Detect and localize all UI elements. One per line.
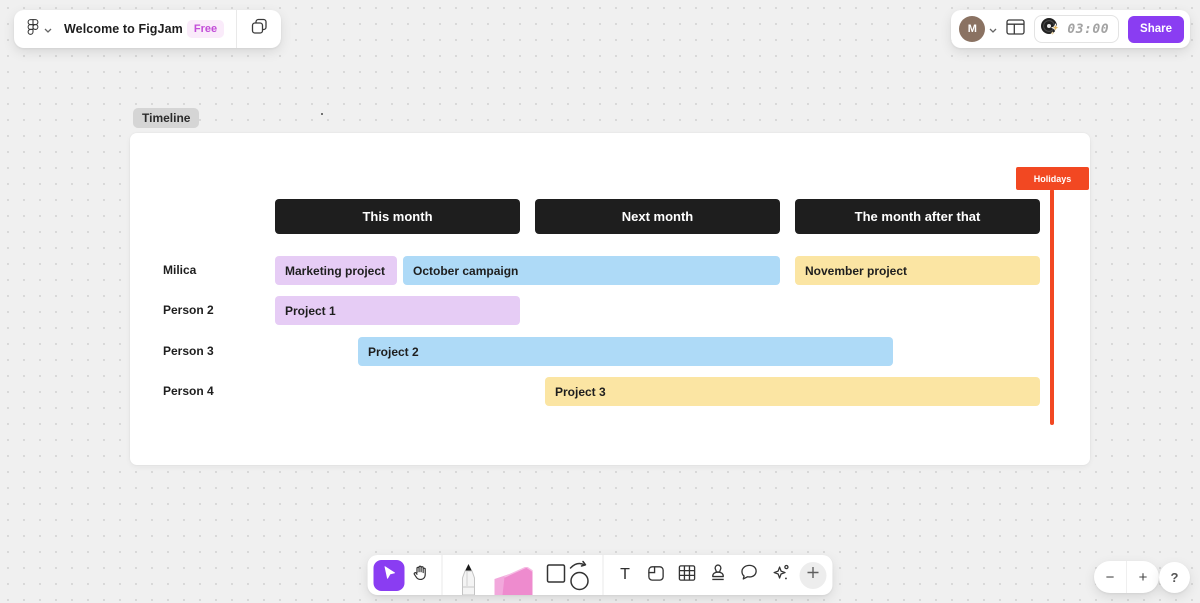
- account-menu-button[interactable]: M: [959, 16, 997, 42]
- toolbar-divider: [236, 10, 238, 48]
- project-bar-project-1[interactable]: Project 1: [275, 296, 520, 325]
- project-bar-november[interactable]: November project: [795, 256, 1040, 285]
- table-icon: [678, 564, 697, 587]
- column-header-next-month[interactable]: Next month: [535, 199, 780, 234]
- row-label-person-3[interactable]: Person 3: [163, 344, 214, 358]
- tools-toolbar: T: [367, 555, 833, 595]
- canvas-dot: [321, 113, 323, 115]
- plan-badge[interactable]: Free: [186, 20, 225, 38]
- sparkle-icon: [770, 563, 790, 588]
- avatar: M: [959, 16, 986, 42]
- marker-pen-icon: [458, 563, 480, 595]
- section-tool[interactable]: [641, 560, 672, 591]
- timeline-frame-tag[interactable]: Timeline: [133, 108, 200, 128]
- layout-panels-icon: [1006, 18, 1026, 40]
- toolbar-divider: [441, 555, 443, 595]
- plus-icon: [807, 566, 820, 584]
- hand-icon: [411, 563, 430, 587]
- project-bar-october-campaign[interactable]: October campaign: [403, 256, 780, 285]
- stamp-tool[interactable]: [703, 560, 734, 591]
- row-label-person-2[interactable]: Person 2: [163, 303, 214, 317]
- project-bar-project-3[interactable]: Project 3: [545, 377, 1040, 406]
- toolbar-divider: [602, 555, 604, 595]
- file-title[interactable]: Welcome to FigJam: [64, 22, 183, 36]
- shapes-connector-icon: [545, 558, 591, 592]
- duplicate-icon: [251, 18, 268, 40]
- chevron-down-icon: [989, 20, 997, 38]
- timer-value: 03:00: [1067, 21, 1110, 37]
- share-button[interactable]: Share: [1128, 15, 1184, 43]
- stamp-icon: [709, 563, 728, 587]
- row-label-person-4[interactable]: Person 4: [163, 384, 214, 398]
- shapes-connector-tool[interactable]: [539, 555, 597, 595]
- zoom-in-button[interactable]: +: [1138, 568, 1148, 586]
- table-tool[interactable]: [672, 560, 703, 591]
- text-tool[interactable]: T: [610, 560, 641, 591]
- chevron-down-icon: [44, 20, 52, 38]
- sticky-note-icon: [493, 567, 535, 595]
- more-tools-button[interactable]: [799, 561, 827, 589]
- session-toolbar: M 03:00 Share: [951, 10, 1190, 48]
- project-bar-project-2[interactable]: Project 2: [358, 337, 893, 366]
- select-tool[interactable]: [373, 559, 405, 591]
- sticky-note-tool[interactable]: [489, 555, 539, 595]
- duplicate-page-button[interactable]: [237, 10, 281, 48]
- text-tool-icon: T: [620, 566, 630, 583]
- music-vinyl-icon: [1040, 17, 1062, 42]
- panels-toggle-button[interactable]: [1006, 18, 1026, 40]
- speech-bubble-icon: [740, 563, 759, 587]
- marker-tool[interactable]: [449, 555, 489, 595]
- cursor-arrow-icon: [380, 564, 398, 587]
- zoom-controls: − +: [1094, 561, 1159, 593]
- project-bar-marketing[interactable]: Marketing project: [275, 256, 397, 285]
- zoom-out-button[interactable]: −: [1105, 568, 1115, 586]
- holidays-marker-label[interactable]: Holidays: [1016, 167, 1089, 190]
- file-toolbar: Welcome to FigJam Free: [14, 10, 282, 48]
- main-menu-button[interactable]: [14, 10, 58, 48]
- column-header-this-month[interactable]: This month: [275, 199, 520, 234]
- zoom-divider: [1126, 561, 1127, 593]
- ai-sparkle-tool[interactable]: [765, 560, 796, 591]
- hand-tool[interactable]: [405, 560, 436, 591]
- column-header-month-after[interactable]: The month after that: [795, 199, 1040, 234]
- figjam-logo-icon: [27, 18, 39, 40]
- chat-bubble-tool[interactable]: [734, 560, 765, 591]
- row-label-milica[interactable]: Milica: [163, 263, 197, 277]
- timeline-frame[interactable]: This month Next month The month after th…: [130, 133, 1090, 465]
- holidays-marker-line[interactable]: [1050, 189, 1054, 425]
- help-button[interactable]: ?: [1159, 562, 1190, 593]
- timer-button[interactable]: 03:00: [1034, 15, 1120, 43]
- section-icon: [647, 564, 666, 587]
